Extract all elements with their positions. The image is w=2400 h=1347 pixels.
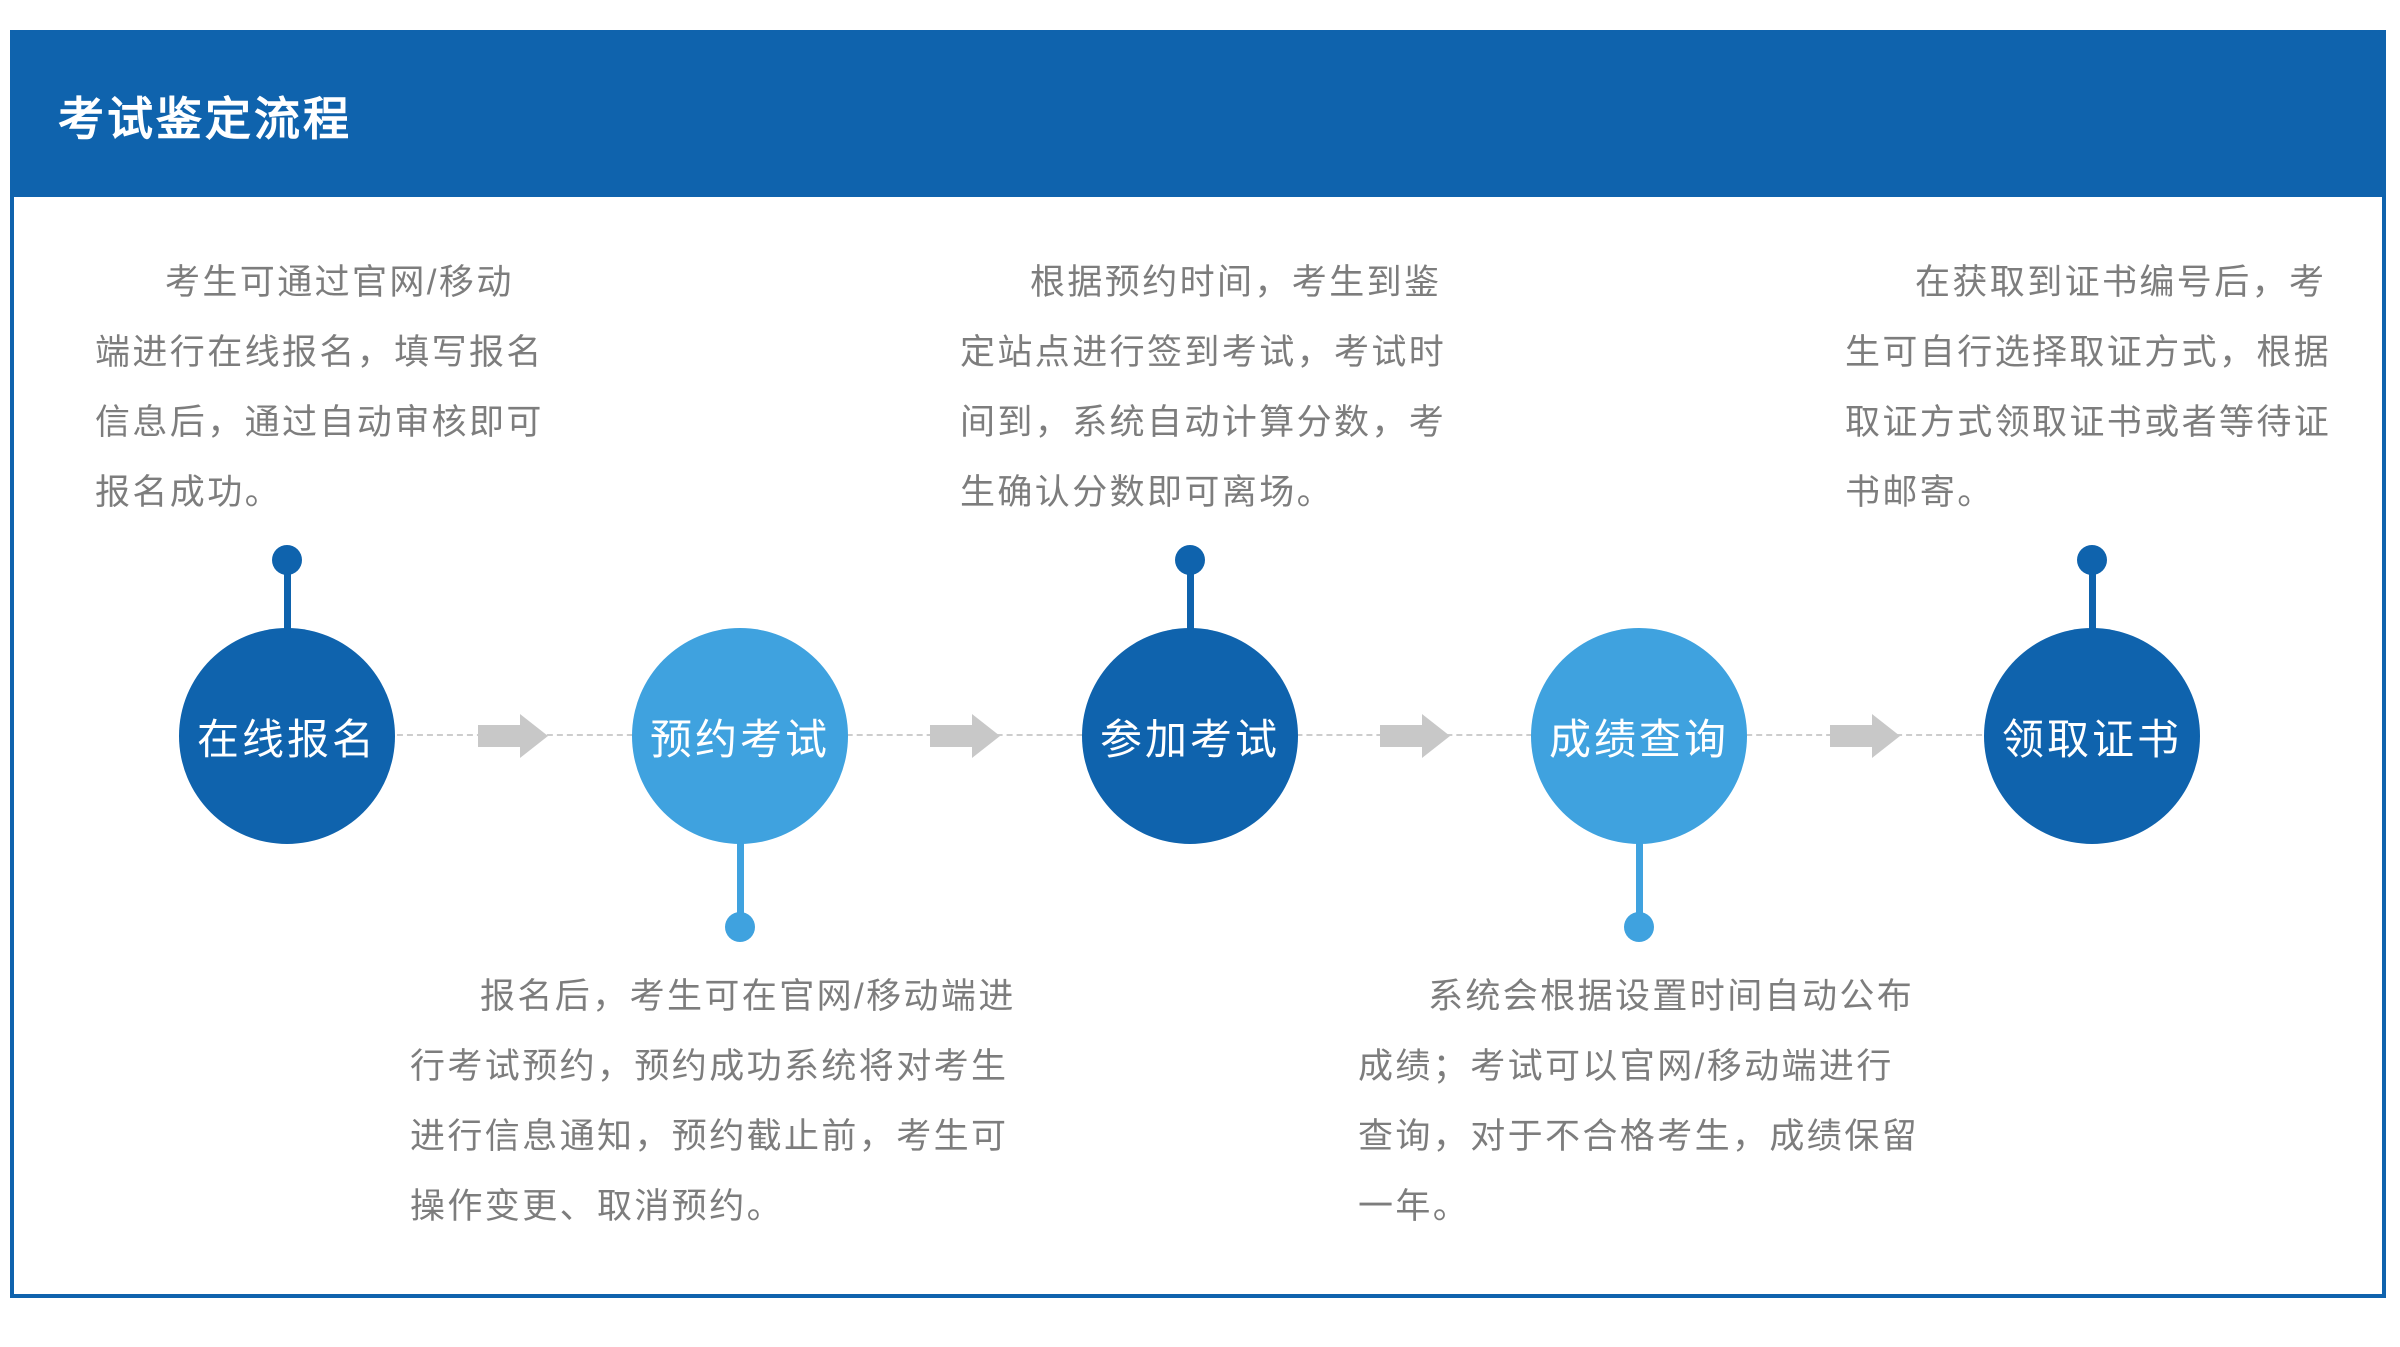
connector-dot: [272, 545, 302, 575]
desc-line: 操作变更、取消预约。: [410, 1187, 785, 1226]
arrow-body: [1830, 725, 1872, 747]
arrow-right-icon: [1830, 714, 1900, 758]
connector-dot: [725, 912, 755, 942]
desc-line: 报名成功。: [95, 473, 283, 512]
desc-line: 在获取到证书编号后，考: [1915, 263, 2327, 302]
connector-line: [737, 836, 744, 928]
arrow-right-icon: [478, 714, 548, 758]
connector-line: [284, 558, 291, 638]
desc-line: 根据预约时间，考生到鉴: [1030, 263, 1442, 302]
arrow-head: [520, 714, 548, 758]
arrow-head: [972, 714, 1000, 758]
step-description-get-certificate: 在获取到证书编号后，考 生可自行选择取证方式，根据 取证方式领取证书或者等待证 …: [1845, 248, 2331, 528]
step-circle-get-certificate: 领取证书: [1984, 628, 2200, 844]
step-description-score-query: 系统会根据设置时间自动公布 成绩；考试可以官网/移动端进行 查询，对于不合格考生…: [1358, 962, 1919, 1242]
step-description-take-exam: 根据预约时间，考生到鉴 定站点进行签到考试，考试时 间到，系统自动计算分数，考 …: [960, 248, 1446, 528]
connector-line: [2089, 558, 2096, 638]
desc-line: 生确认分数即可离场。: [960, 473, 1335, 512]
desc-line: 书邮寄。: [1845, 473, 1995, 512]
desc-line: 系统会根据设置时间自动公布: [1428, 977, 1915, 1016]
arrow-right-icon: [930, 714, 1000, 758]
connector-line: [1187, 558, 1194, 638]
connector-line: [1636, 836, 1643, 928]
desc-line: 信息后，通过自动审核即可: [95, 403, 544, 442]
step-circle-score-query: 成绩查询: [1531, 628, 1747, 844]
connector-dot: [2077, 545, 2107, 575]
connector-dot: [1624, 912, 1654, 942]
arrow-head: [1422, 714, 1450, 758]
arrow-body: [1380, 725, 1422, 747]
desc-line: 行考试预约，预约成功系统将对考生: [410, 1047, 1009, 1086]
desc-line: 生可自行选择取证方式，根据: [1845, 333, 2332, 372]
connector-dot: [1175, 545, 1205, 575]
card-header: 考试鉴定流程: [14, 34, 2382, 197]
arrow-right-icon: [1380, 714, 1450, 758]
desc-line: 成绩；考试可以官网/移动端进行: [1358, 1047, 1894, 1086]
process-card: 考试鉴定流程: [10, 30, 2386, 1298]
step-circle-book-exam: 预约考试: [632, 628, 848, 844]
page-title: 考试鉴定流程: [58, 92, 352, 145]
step-description-book-exam: 报名后，考生可在官网/移动端进 行考试预约，预约成功系统将对考生 进行信息通知，…: [410, 962, 1016, 1242]
step-description-online-registration: 考生可通过官网/移动 端进行在线报名，填写报名 信息后，通过自动审核即可 报名成…: [95, 248, 544, 528]
desc-line: 取证方式领取证书或者等待证: [1845, 403, 2332, 442]
desc-line: 端进行在线报名，填写报名: [95, 333, 544, 372]
arrow-head: [1872, 714, 1900, 758]
desc-line: 报名后，考生可在官网/移动端进: [480, 977, 1016, 1016]
desc-line: 查询，对于不合格考生，成绩保留: [1358, 1117, 1920, 1156]
desc-line: 进行信息通知，预约截止前，考生可: [410, 1117, 1009, 1156]
arrow-body: [930, 725, 972, 747]
desc-line: 一年。: [1358, 1187, 1471, 1226]
step-circle-take-exam: 参加考试: [1082, 628, 1298, 844]
desc-line: 间到，系统自动计算分数，考: [960, 403, 1447, 442]
arrow-body: [478, 725, 520, 747]
desc-line: 考生可通过官网/移动: [165, 263, 514, 302]
desc-line: 定站点进行签到考试，考试时: [960, 333, 1447, 372]
step-circle-online-registration: 在线报名: [179, 628, 395, 844]
